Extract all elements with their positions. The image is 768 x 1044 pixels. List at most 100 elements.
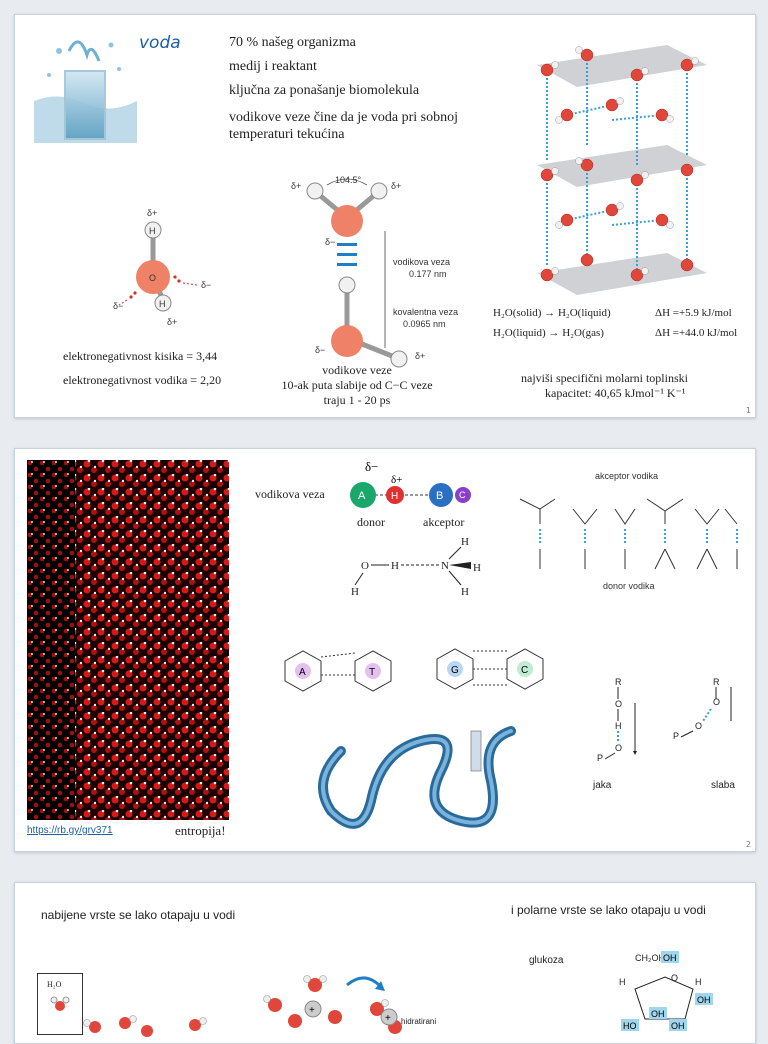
donor-acceptor-diagram: δ− δ+ A H B C	[350, 459, 471, 508]
base-c-label: C	[521, 665, 528, 676]
svg-text:O: O	[615, 699, 622, 709]
strong-label: jaka	[593, 780, 612, 791]
acceptor-donor-groups: akceptor vodika donor vodika	[519, 471, 738, 591]
svg-text:O: O	[695, 721, 702, 731]
svg-text:R: R	[713, 677, 720, 687]
donor-vodika-label: donor vodika	[603, 581, 655, 591]
svg-text:H: H	[473, 562, 481, 574]
hbond-label: vodikova veza	[393, 257, 450, 267]
hydration-diagram: + +	[83, 975, 402, 1037]
base-g-label: G	[451, 665, 459, 676]
bullet-item: vodikove veze čine da je voda pri sobnoj	[229, 110, 458, 125]
reaction-boiling: H₂O(liquid) → H₂O(gas)	[493, 327, 604, 339]
svg-text:H: H	[391, 560, 399, 572]
covalent-length: 0.0965 nm	[403, 319, 446, 329]
hydrated-label: hidratirani	[401, 1017, 437, 1026]
hbond-length: 0.177 nm	[409, 269, 447, 279]
h-atom-label-2: H	[159, 299, 166, 309]
ring-oxygen: O	[671, 973, 678, 983]
water-dimer-diagram: 104.5° δ+ δ+ δ− δ− δ+ vodikova veza 0.17…	[291, 175, 458, 368]
svg-text:H: H	[461, 586, 469, 598]
svg-text:P: P	[597, 753, 603, 763]
delta-plus-label: δ+	[391, 474, 402, 486]
page-number: 1	[745, 406, 751, 415]
delta-plus-label: δ+	[291, 181, 301, 191]
electronegativity-oxygen: elektronegativnost kisika = 3,44	[63, 349, 218, 363]
enthalpy-melting: ΔH =+5.9 kJ/mol	[655, 307, 732, 319]
source-link[interactable]: https://rb.gy/grv371	[27, 825, 113, 836]
delta-plus-label-3: δ+	[415, 351, 425, 361]
svg-text:H: H	[461, 536, 469, 548]
glucose-structure: CH₂OH O H H OH OH OH HO OH	[619, 951, 713, 1031]
ice-lattice-diagram	[537, 45, 707, 295]
electronegativity-hydrogen: elektronegativnost vodika = 2,20	[63, 373, 222, 387]
h2o-legend-box: H₂O	[37, 973, 83, 1035]
base-t-label: T	[369, 667, 375, 678]
bullet-item: ključna za ponašanje biomolekula	[229, 83, 420, 98]
caption-line: traju 1 - 20 ps	[323, 393, 391, 407]
polymer-chain-image	[318, 726, 516, 829]
bullet-item: medij i reaktant	[229, 59, 317, 74]
polar-species-title: i polarne vrste se lako otapaju u vodi	[511, 903, 706, 917]
delta-plus-label-2: δ+	[391, 181, 401, 191]
delta-plus-label: δ+	[147, 208, 157, 218]
weak-label: slaba	[711, 780, 735, 791]
charged-species-title: nabijene vrste se lako otapaju u vodi	[41, 908, 236, 922]
delta-minus-label-2: δ−	[315, 345, 325, 355]
svg-text:+: +	[309, 1005, 315, 1016]
o-atom-label: O	[149, 273, 156, 283]
acceptor-label: akceptor	[423, 515, 465, 529]
water-icon	[50, 996, 70, 1011]
base-pair-gc: G C	[436, 648, 544, 690]
page-number: 2	[745, 840, 751, 849]
water-molecule-diagram: H O H δ+ δ+ δ− δ−	[113, 208, 211, 327]
acceptor-vodika-label: akceptor vodika	[595, 471, 658, 481]
svg-text:O: O	[361, 560, 369, 572]
atom-b: B	[436, 490, 443, 502]
atom-a: A	[358, 490, 366, 502]
svg-text:R: R	[615, 677, 622, 687]
ch2oh-label: CH₂OH	[635, 953, 665, 963]
svg-text:+: +	[385, 1013, 391, 1024]
atom-h: H	[391, 491, 398, 502]
slide-2[interactable]: https://rb.gy/grv371 entropija! vodikova…	[14, 448, 756, 852]
h2o-label: H₂O	[47, 980, 62, 989]
atom-c: C	[459, 490, 466, 500]
bullet-item: temperaturi tekućina	[229, 127, 345, 142]
bond-angle-label: 104.5°	[335, 175, 362, 185]
oh-label-3: OH	[651, 1009, 665, 1019]
glucose-label: glukoza	[529, 955, 564, 966]
covalent-label: kovalentna veza	[393, 307, 458, 317]
ho-label: HO	[623, 1021, 637, 1031]
water-simulation-image	[27, 460, 229, 820]
svg-text:P: P	[673, 731, 679, 741]
svg-text:H: H	[351, 586, 359, 598]
slide-1[interactable]: voda 70 % našeg organizma medij i reakta…	[14, 14, 756, 418]
caption-line: vodikove veze	[322, 363, 392, 377]
bullet-item: 70 % našeg organizma	[229, 35, 356, 50]
heat-capacity-line-1: najviši specifični molarni toplinski	[521, 371, 688, 385]
oh-label-2: OH	[697, 995, 711, 1005]
svg-text:H: H	[615, 721, 622, 731]
base-pair-at: A T	[284, 650, 392, 692]
entropy-note: entropija!	[175, 823, 226, 838]
water-glass-image	[34, 40, 137, 143]
h-atom-label: H	[149, 226, 156, 236]
svg-text:O: O	[713, 697, 720, 707]
svg-text:N: N	[441, 560, 449, 572]
slide-3[interactable]: nabijene vrste se lako otapaju u vodi i …	[14, 882, 756, 1044]
oh-label-4: OH	[671, 1021, 685, 1031]
delta-plus-label-2: δ+	[167, 317, 177, 327]
reaction-melting: H₂O(solid) → H₂O(liquid)	[493, 307, 611, 319]
hbond-title: vodikova veza	[255, 487, 325, 501]
delta-minus-label: δ−	[201, 280, 211, 290]
delta-minus-label: δ−	[325, 237, 335, 247]
heat-capacity-line-2: kapacitet: 40,65 kJmol⁻¹ K⁻¹	[545, 386, 686, 400]
h-label-2: H	[695, 977, 702, 987]
donor-label: donor	[357, 515, 385, 529]
delta-minus-label-2: δ−	[113, 301, 123, 311]
enthalpy-boiling: ΔH =+44.0 kJ/mol	[655, 327, 738, 339]
slide-title: voda	[139, 33, 181, 53]
